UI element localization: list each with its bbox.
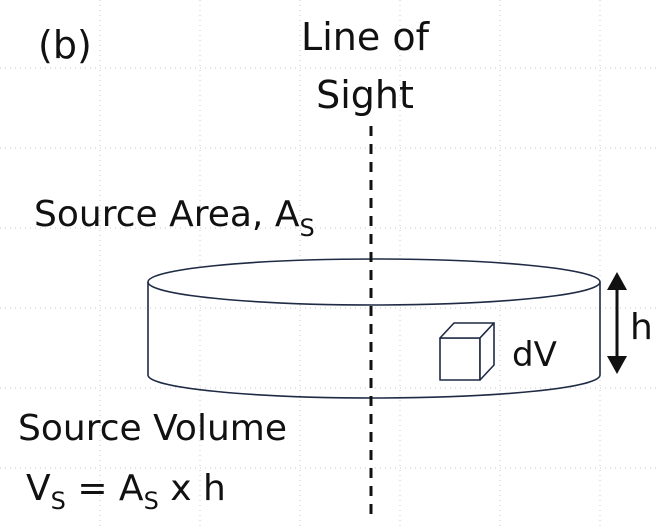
source-volume-equation: VS = AS x h	[26, 468, 226, 515]
eq-mid: = A	[66, 468, 144, 509]
cylinder-body	[147, 282, 601, 399]
panel-label: (b)	[38, 23, 92, 67]
eq-end: x h	[159, 468, 226, 509]
line-of-sight-label-line2: Sight	[316, 73, 414, 117]
source-area-text: Source Area, A	[34, 194, 300, 235]
cylinder-top-ellipse	[147, 258, 601, 306]
height-label: h	[630, 307, 653, 348]
source-area-subscript: S	[299, 214, 314, 242]
height-arrow	[607, 272, 627, 374]
line-of-sight-label-line1: Line of	[301, 15, 431, 59]
eq-a-subscript: S	[144, 487, 159, 515]
source-area-label: Source Area, AS	[34, 194, 315, 242]
eq-v: V	[26, 468, 51, 509]
source-volume-title: Source Volume	[18, 408, 287, 449]
volume-element-label: dV	[512, 335, 557, 375]
eq-v-subscript: S	[51, 487, 66, 515]
source-cylinder	[147, 258, 601, 399]
volume-element-cube	[439, 322, 495, 381]
